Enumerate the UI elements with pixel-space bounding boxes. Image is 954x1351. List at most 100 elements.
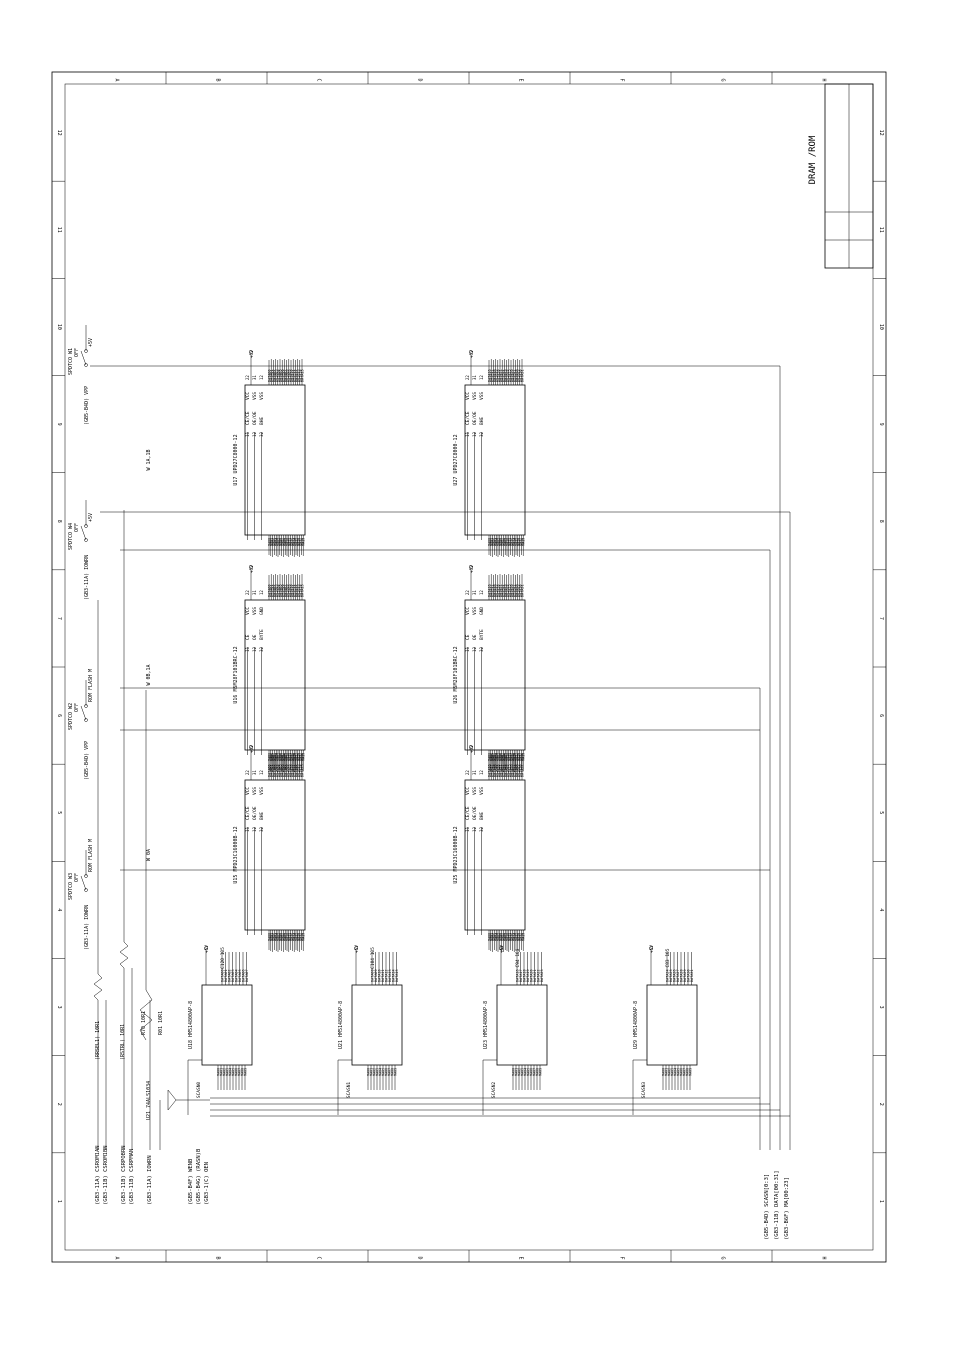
column-label-top: H — [821, 78, 827, 81]
rom-data-pin: DATA01 — [270, 584, 274, 597]
rom-data-pin: DATA23 — [503, 584, 507, 597]
rom-data-pin: DATA23 — [503, 369, 507, 382]
dram-address-pin: MA08 — [241, 1068, 245, 1076]
rom-chip-jumper: W 0B,1A — [146, 664, 152, 685]
rom-address-pin: MA19 — [302, 933, 306, 941]
dram-address-pin: MA06 — [235, 1068, 239, 1076]
rom-data-pin: DATA26 — [510, 584, 514, 597]
rom-data-pin: DATA13 — [296, 584, 300, 597]
rom-address-pin: MA12 — [509, 933, 513, 941]
rom-pwr-pin: VSS — [252, 787, 258, 795]
rom-address-pin: MA05 — [497, 538, 501, 546]
resistor-3-label: R70 10R1 — [141, 1011, 147, 1035]
rom-data-pin: DATA04 — [276, 369, 280, 382]
column-label-top: D — [417, 78, 423, 81]
rom-address-pin: MA03 — [493, 933, 497, 941]
column-label-bottom: A — [114, 1256, 120, 1259]
rom-ctrl-pin: CE — [465, 634, 471, 640]
rom-data-pin: DATA08 — [285, 369, 289, 382]
rom-data-pin: DATA30 — [518, 369, 522, 382]
column-label-top: B — [215, 78, 221, 81]
column-label-bottom: D — [417, 1256, 423, 1259]
rom-data-pin: DATA02 — [272, 764, 276, 777]
dram-address-pin: MA03 — [671, 1068, 675, 1076]
rom-data-pin: DATA28 — [514, 584, 518, 597]
rom-data-pin: DATA06 — [281, 764, 285, 777]
dram-data-pin: DATA22 — [537, 969, 541, 982]
rom-address-pin: MA01 — [489, 538, 493, 546]
rom-address-pin: MA04 — [275, 538, 279, 546]
dram-address-pin: MA09 — [244, 1068, 248, 1076]
rom-address-pin: MA05 — [497, 753, 501, 761]
rom-pwr-pin-number: 31 — [472, 770, 477, 775]
rom-data-pin: DATA21 — [499, 764, 503, 777]
rom-address-pin: MA13 — [291, 753, 295, 761]
rom-data-pin: DATA20 — [496, 369, 500, 382]
rom-data-pin: DATA29 — [516, 764, 520, 777]
rom-address-pin: MA11 — [507, 933, 511, 941]
rom-ctrl-pin: OE — [472, 634, 478, 640]
column-label-bottom: E — [518, 1256, 524, 1259]
dram-data-pin: DATA27 — [676, 969, 680, 982]
dram-address-pin: MA08 — [536, 1068, 540, 1076]
dram-data-pin: DATA02 — [228, 969, 232, 982]
rom-ctrl-pin: BHE — [259, 812, 265, 820]
dram-data-pin: DATA23 — [540, 969, 544, 982]
rom-ctrl-pin: CE — [245, 634, 251, 640]
dram-rasn-label: (GB5-B4G) (RASN)B — [196, 1148, 202, 1205]
dram-address-pin: MA02 — [668, 1068, 672, 1076]
rom-vcc-supply: +5V — [249, 745, 255, 753]
dram-address-pin: MA01 — [515, 1068, 519, 1076]
rom-address-pin: MA05 — [497, 933, 501, 941]
rom-data-pin: DATA12 — [294, 764, 298, 777]
rom-data-pin: DATA03 — [274, 764, 278, 777]
row-label-left: 2 — [56, 1103, 62, 1106]
rom-address-pin: MA01 — [269, 538, 273, 546]
rom-data-pin: DATA18 — [492, 369, 496, 382]
rom-address-pin: MA16 — [296, 753, 300, 761]
rom-address-pin: MA17 — [518, 538, 522, 546]
rom-data-pin: DATA26 — [510, 369, 514, 382]
rom-pwr-pin: GND — [259, 607, 265, 615]
rom-data-pin: DATA19 — [494, 369, 498, 382]
rom-data-pin: DATA04 — [276, 764, 280, 777]
switch-name: SPDTCO W4 — [68, 523, 74, 550]
dram-data-pin: DATA06 — [242, 969, 246, 982]
rom-chip-label: U26 M5M28F101BRC-12 — [453, 646, 459, 703]
row-label-right: 1 — [878, 1200, 884, 1203]
rom-pwr-pin: VCC — [245, 607, 251, 615]
row-label-left: 7 — [56, 617, 62, 620]
row-label-left: 1 — [56, 1200, 62, 1203]
rom-address-pin: MA00 — [268, 538, 272, 546]
rom-address-pin: MA15 — [515, 753, 519, 761]
row-label-right: 9 — [878, 423, 884, 426]
dram-data-pin: DATA09 — [374, 969, 378, 982]
rom-data-pin: DATA11 — [292, 369, 296, 382]
rom-data-pin: DATA14 — [298, 369, 302, 382]
rom-pwr-pin-number: 22 — [465, 590, 470, 595]
column-label-bottom: B — [215, 1256, 221, 1259]
inverter-label: U21 74ALS1034 — [146, 1081, 152, 1120]
rom-address-pin: MA17 — [298, 933, 302, 941]
rom-address-pin: MA05 — [277, 538, 281, 546]
dram-data-pin: DATA31 — [690, 969, 694, 982]
rom-address-pin: MA01 — [269, 933, 273, 941]
rom-pwr-pin: VCC — [465, 787, 471, 795]
rom-address-pin: MA18 — [520, 933, 524, 941]
dram-scas-label: SCASN3 — [641, 1082, 647, 1099]
frame-ticks — [52, 72, 886, 1262]
rom-pwr-pin-number: 31 — [472, 375, 477, 380]
rom-pwr-pin: VSS — [479, 392, 485, 400]
switch-off: OFF — [74, 348, 80, 357]
rom-data-pin: DATA11 — [292, 584, 296, 597]
dram-data-pin: DATA13 — [388, 969, 392, 982]
rom-data-pin: DATA25 — [507, 584, 511, 597]
dram-address-pin: MA07 — [533, 1068, 537, 1076]
rom-address-pin: MA12 — [509, 538, 513, 546]
dram-chip-label: U21 HM514800AP-8 — [338, 1001, 344, 1049]
resistor-4-label: R01 10R1 — [158, 1011, 164, 1035]
dram-data-pin: DATA19 — [526, 969, 530, 982]
